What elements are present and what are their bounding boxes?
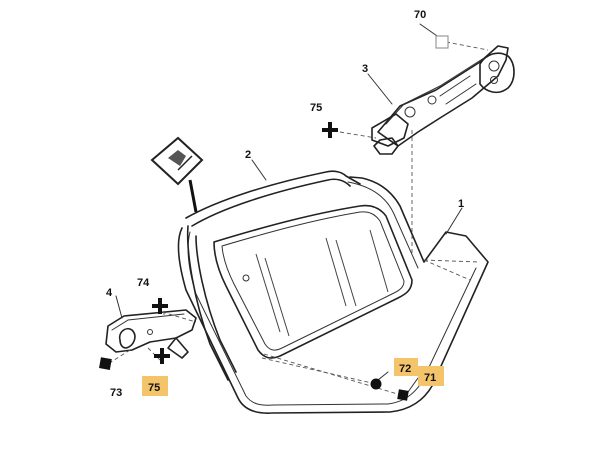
callout-4: 4 <box>106 287 113 299</box>
nut-square-icon-71 <box>397 389 409 401</box>
callout-2: 2 <box>245 149 251 161</box>
window-frame-part-1 <box>177 176 489 414</box>
callout-pointers <box>115 23 463 393</box>
callout-70: 70 <box>414 9 426 21</box>
glass-pane <box>213 204 413 359</box>
bolt-outline-icon-70 <box>435 35 449 49</box>
screw-plus-icon <box>322 122 338 138</box>
highlight-box-75 <box>142 376 168 396</box>
seal-part-2 <box>185 170 361 381</box>
highlight-box-71 <box>418 366 444 386</box>
callout-labels: 70 3 75 2 1 4 74 73 75 72 71 <box>106 9 464 399</box>
callout-74: 74 <box>137 277 150 289</box>
hinge-part-3 <box>371 45 515 155</box>
callout-73: 73 <box>110 387 122 399</box>
nut-square-icon-73 <box>99 357 112 370</box>
screw-plus-icon-74 <box>152 298 168 314</box>
pictogram-icon <box>150 136 204 213</box>
callout-71: 71 <box>424 372 436 384</box>
callout-75-top: 75 <box>310 102 322 114</box>
bracket-part-4 <box>105 309 197 359</box>
highlight-box-72 <box>394 358 418 376</box>
rivet-dot-icon-72 <box>370 378 382 390</box>
screw-plus-icon-75b <box>154 348 170 364</box>
callout-1: 1 <box>458 198 464 210</box>
callout-75-bottom: 75 <box>148 382 160 394</box>
highlight-boxes <box>142 358 444 396</box>
callout-72: 72 <box>399 363 411 375</box>
callout-3: 3 <box>362 63 368 75</box>
